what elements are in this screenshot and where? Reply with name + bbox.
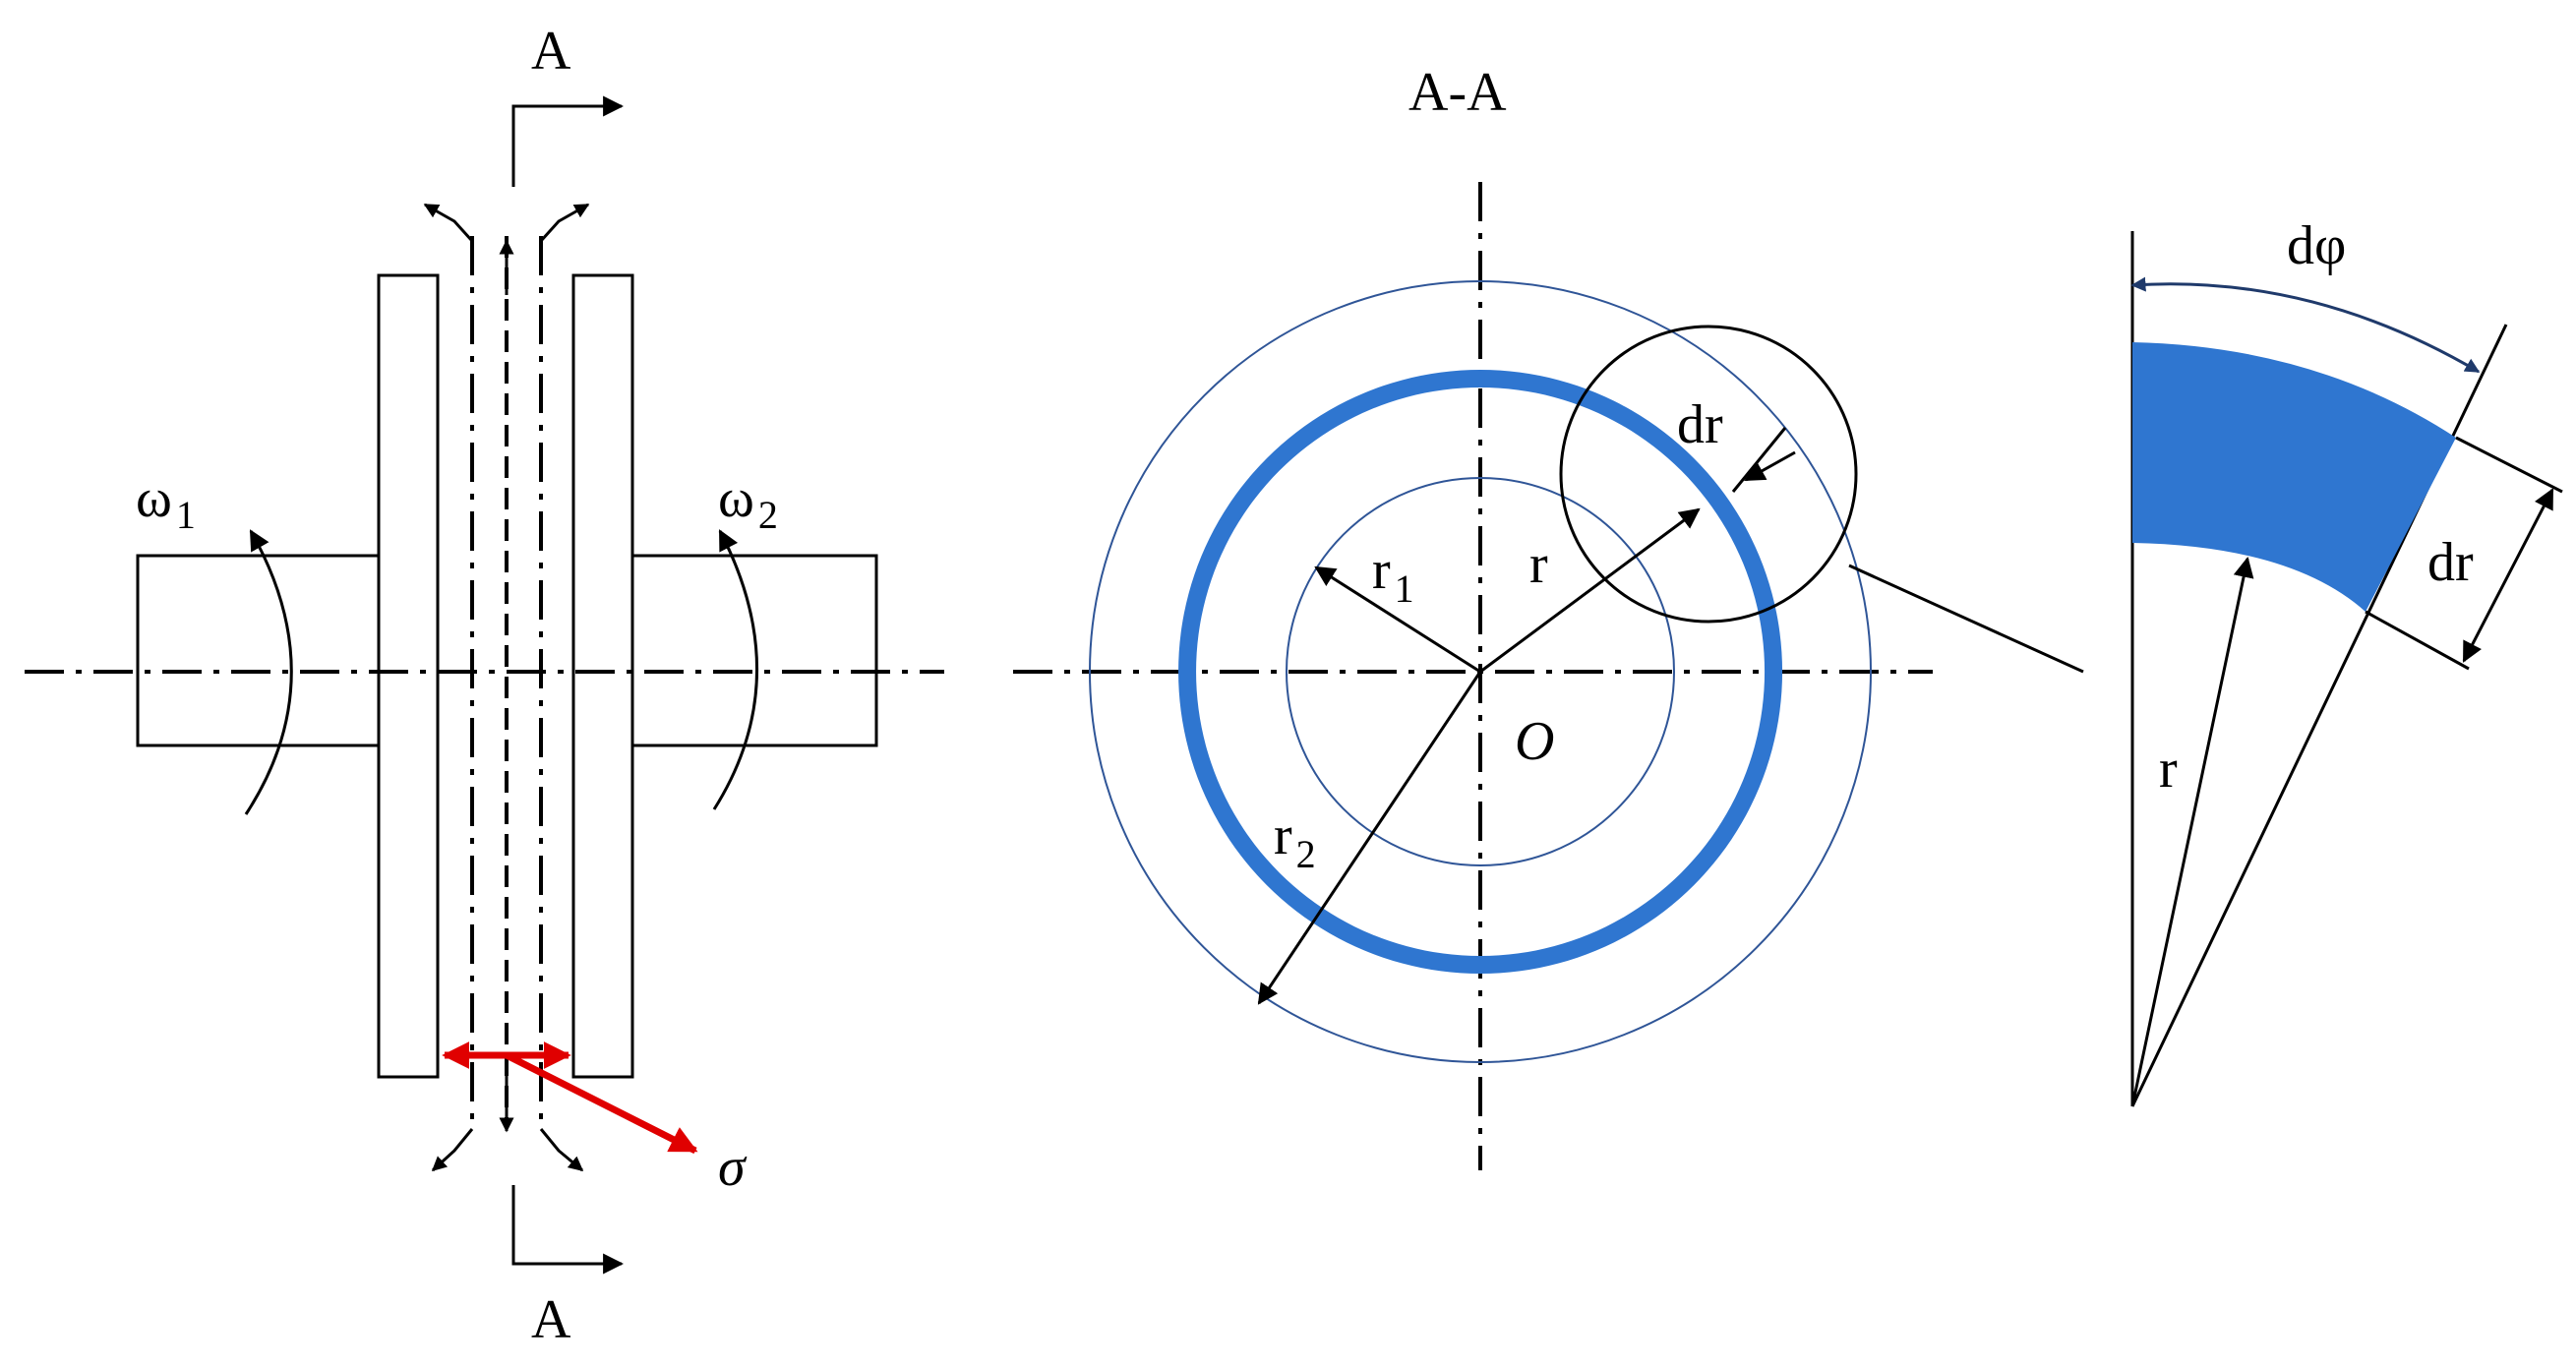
dr-detail-arrow [2462,488,2554,663]
spray-arrow-bottom-right [539,1128,584,1172]
detail-leader-line [1848,564,2084,674]
origin-label: O [1515,711,1554,772]
right-shaft [630,554,878,747]
r-detail-arrow [2130,556,2254,1107]
dr-ring-leader [1731,427,1787,493]
dphi-label: dφ [2287,215,2346,276]
section-title: A-A [1408,62,1507,123]
section-arrow-bottom [511,1185,625,1275]
omega2-rotation-arrow [712,529,758,810]
right-disk [571,273,634,1079]
section-arrow-top [511,95,625,187]
r1-radius-line [1314,565,1481,674]
sigma-leader-arrow [505,1051,698,1155]
dr-detail-ext-top [2455,436,2563,494]
detail-view: dφ dr r [2130,215,2563,1107]
dr-detail-ext-bottom [2365,610,2470,671]
left-shaft [136,554,381,747]
dr-ring-arrow [1744,450,1796,482]
r-detail-label: r [2159,739,2178,800]
section-mark-bottom: A [531,1289,571,1350]
r2-radius-line [1257,671,1482,1005]
inner-circle-r1 [1286,477,1675,866]
spray-arrow-top-left [423,203,474,243]
dr-ring-label: dr [1677,394,1723,455]
r-radius-line [1479,507,1701,674]
detail-zoom-circle [1559,325,1858,624]
omega1-rotation-arrow [244,529,293,815]
dphi-arc-arrow [2130,276,2481,374]
r-ring-label: r [1529,534,1548,595]
section-mark-top: A [531,21,571,82]
outer-circle-r2 [1089,280,1872,1063]
sector-element [2132,342,2456,612]
spray-arrow-bottom-left [431,1128,474,1172]
sigma-label: σ [718,1137,748,1198]
left-disk [377,273,440,1079]
dr-detail-label: dr [2427,532,2474,593]
spray-arrow-top-right [539,203,590,243]
